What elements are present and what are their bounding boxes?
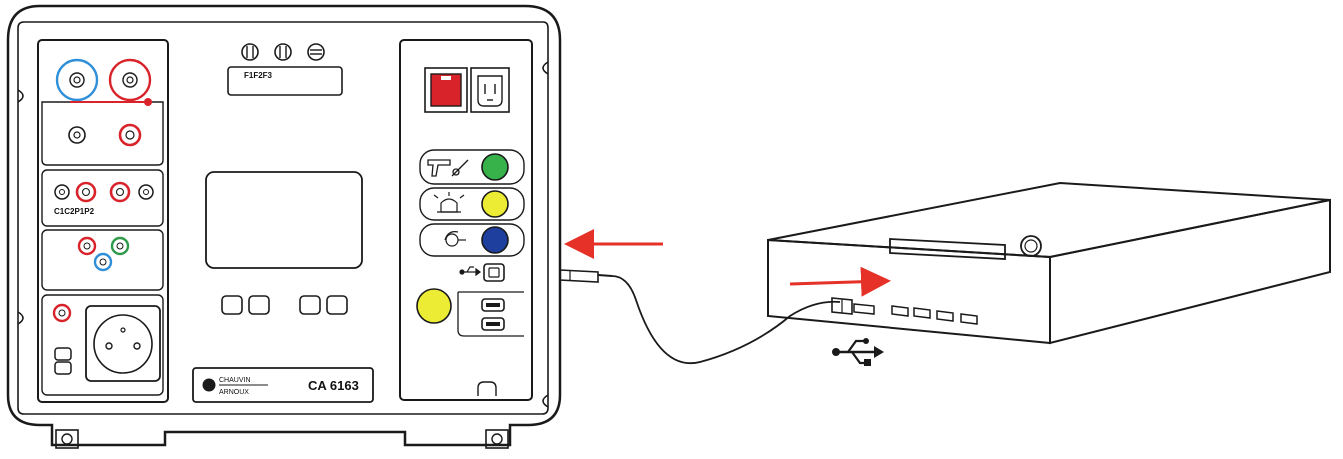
button-3[interactable]	[299, 295, 321, 315]
usb-port-computer-2[interactable]	[891, 305, 909, 317]
warning-lamp-icon	[433, 192, 465, 213]
terminal-c1[interactable]	[54, 184, 70, 200]
pedal-icon	[444, 231, 466, 247]
fuse-label: F1F2F3	[244, 71, 273, 80]
terminal-green-triple[interactable]	[110, 236, 130, 256]
terminal-red-lower[interactable]	[52, 303, 72, 323]
terminal-red-large[interactable]	[108, 58, 152, 102]
usb-a-port-2-icon[interactable]	[481, 317, 505, 331]
terminal-red-small[interactable]	[118, 123, 142, 147]
terminal-red-triple[interactable]	[77, 236, 97, 256]
key-switch[interactable]	[54, 347, 72, 375]
lamp-connector-frame	[419, 187, 525, 221]
lamp-connector[interactable]	[481, 190, 509, 218]
instrument	[6, 4, 562, 449]
usb-symbol-icon	[832, 338, 884, 366]
usb-symbol-small-icon	[459, 266, 481, 277]
right-panel	[399, 39, 533, 401]
power-button-computer[interactable]	[1020, 235, 1042, 257]
power-inlet	[470, 67, 510, 113]
usb-port-computer-4[interactable]	[936, 310, 954, 322]
terminal-c2[interactable]	[75, 181, 97, 203]
terminal-p2[interactable]	[138, 184, 154, 200]
brand-plate	[192, 367, 374, 403]
terminal-p1[interactable]	[109, 181, 131, 203]
brand-logo	[202, 378, 216, 392]
probe-connector-frame	[419, 149, 525, 185]
computer-front	[767, 238, 1051, 345]
usb-a-port-icon[interactable]	[481, 298, 505, 312]
computer-side	[1049, 198, 1331, 345]
arrow-to-computer	[789, 266, 891, 297]
mains-socket	[85, 305, 161, 382]
usb-port-computer-1[interactable]	[853, 303, 875, 315]
usb-a-plug	[831, 297, 853, 315]
usb-cable	[559, 269, 853, 365]
terminal-grey[interactable]	[68, 126, 86, 144]
instrument-case	[6, 4, 562, 447]
probe-connector[interactable]	[481, 153, 509, 181]
display-screen	[205, 171, 363, 269]
foot-left	[55, 429, 79, 449]
start-stop-button[interactable]	[416, 288, 452, 324]
usb-b-plug	[559, 269, 599, 283]
button-4[interactable]	[326, 295, 348, 315]
left-panel	[37, 39, 169, 403]
button-2[interactable]	[248, 295, 270, 315]
terminal-blue-large[interactable]	[55, 58, 99, 102]
terminal-label: C1C2P1P2	[54, 207, 95, 216]
button-1[interactable]	[221, 295, 243, 315]
usb-port-computer-3[interactable]	[913, 307, 931, 319]
fuse-holders	[241, 43, 325, 61]
terminal-blue-triple[interactable]	[93, 252, 113, 272]
cable-wire	[611, 275, 841, 365]
pedal-connector-frame	[419, 223, 525, 257]
foot-right	[485, 429, 509, 449]
model-label: CA 6163	[308, 378, 359, 393]
test-probe-icon	[427, 159, 469, 177]
usb-port-computer-5[interactable]	[960, 313, 978, 325]
brand-name-line1: CHAUVIN	[219, 377, 251, 384]
power-switch-housing	[424, 67, 468, 113]
fuse-label-plate	[227, 66, 343, 96]
brand-name-line2: ARNOUX	[219, 389, 249, 396]
usb-b-port-icon[interactable]	[483, 263, 505, 282]
computer	[767, 181, 1331, 345]
pedal-connector[interactable]	[481, 226, 509, 254]
optical-drive	[889, 238, 1006, 260]
